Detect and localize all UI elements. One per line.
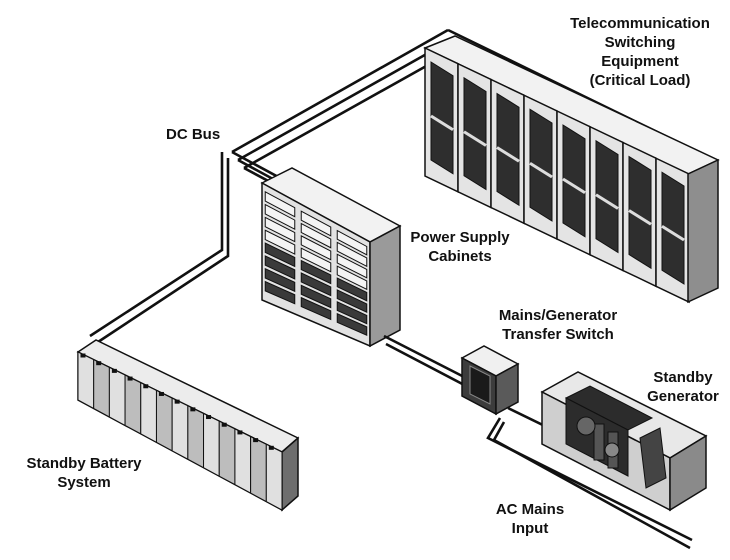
battery-terminal [158,391,164,396]
label-transfer-switch: Mains/Generator Transfer Switch [486,306,630,344]
rack-door [628,155,652,270]
label-line: DC Bus [166,126,221,143]
rack-strip [463,130,487,147]
psu-module [336,277,368,302]
battery-cell [234,428,252,494]
rack-strip [628,209,652,226]
psu-module [300,296,332,321]
psu-module [300,259,332,285]
telecom-equipment [423,35,720,304]
psu-module [336,312,368,336]
battery-cell [203,412,220,477]
battery-terminal [268,445,274,450]
psu-module [300,235,332,261]
power-supply-cabinets [260,167,402,348]
psu-module [300,222,332,249]
rack-strip [430,114,454,132]
rack-door [562,124,586,238]
label-line: Generator [647,388,719,405]
psu-module [264,190,296,218]
rack-strip [529,161,553,179]
psu-module [336,229,368,256]
label-standby-battery: Standby Battery System [14,454,154,492]
battery-cell [155,389,173,452]
psu-module [336,289,368,314]
label-line: Telecommunication [570,15,710,32]
battery-terminal [237,430,243,435]
rack-door [595,139,619,254]
psu-module [300,272,332,297]
psu-module [264,255,296,280]
battery-terminal [206,415,212,420]
battery-cell [93,358,110,418]
label-line: Standby Battery [26,455,142,472]
rack-strip [496,146,520,163]
rack-door [463,76,487,191]
battery-terminal [253,438,259,443]
label-line: Cabinets [428,248,492,265]
psu-module [336,253,368,279]
label-line: System [57,474,111,491]
battery-cell [140,381,157,444]
label-line: Mains/Generator [498,307,618,324]
psu-module [300,284,332,309]
label-dc-bus: DC Bus [166,125,220,144]
battery-terminal [111,368,117,373]
label-ac-mains-input: AC Mains Input [478,500,582,538]
label-line: Transfer Switch [502,326,614,343]
psu-module [264,203,296,230]
rack-door [496,92,520,207]
label-telecom-equipment: Telecommunication Switching Equipment (C… [560,14,720,90]
rack-strip [595,193,619,210]
psu-to-switch-cable [383,334,471,390]
label-line: Switching [604,34,676,51]
label-line: Standby [653,369,713,386]
battery-terminal [174,399,180,404]
battery-cell [250,435,267,503]
psu-module [300,247,332,273]
battery-terminal [190,407,196,412]
psu-module [264,229,296,255]
label-standby-generator: Standby Generator [640,368,726,406]
rack-strip [562,177,586,195]
battery-terminal [221,422,227,427]
psu-module [264,242,296,268]
battery-cell [218,420,236,486]
label-power-supply-cabinets: Power Supply Cabinets [396,228,524,266]
battery-cell [187,405,205,469]
label-line: (Critical Load) [589,72,691,89]
psu-module [264,267,296,293]
battery-system [76,339,300,512]
label-line: AC Mains [495,501,565,518]
battery-cell [108,366,126,427]
psu-module [300,210,332,237]
battery-cell [77,351,95,410]
rack-door [430,61,454,175]
psu-module [264,280,296,305]
psu-module [336,241,368,268]
battery-cell [265,443,283,511]
label-line: Equipment [601,53,679,70]
psu-module [264,216,296,243]
battery-cell [124,374,142,435]
rack-strip [661,224,685,242]
battery-terminal [143,384,149,389]
rack-door [529,108,553,222]
label-line: Power Supply [410,229,510,246]
rack-door [661,171,685,285]
battery-terminal [80,353,86,358]
label-line: Input [511,520,549,537]
standby-generator [540,371,708,512]
battery-terminal [127,376,133,381]
psu-module [336,301,368,325]
battery-terminal [96,361,102,366]
battery-cell [171,397,189,461]
transfer-switch [460,345,520,416]
psu-module [336,265,368,291]
